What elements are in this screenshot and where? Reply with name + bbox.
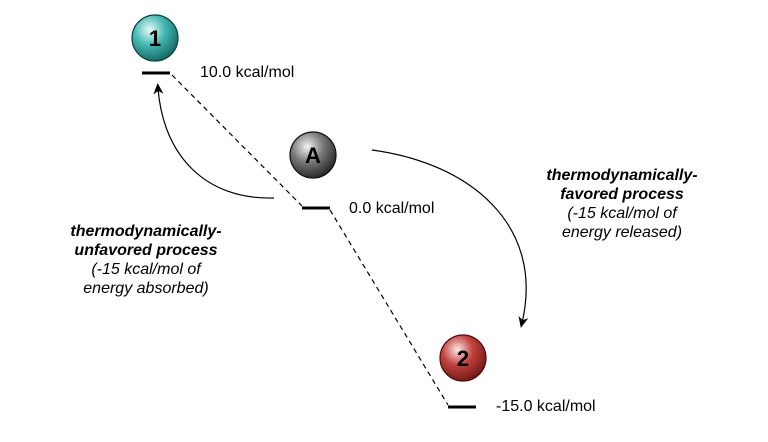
state-1-sphere [131, 14, 179, 62]
energy-label-2: -15.0 kcal/mol [496, 398, 596, 415]
favored-detail-line1: (-15 kcal/mol of [567, 205, 677, 222]
favored-detail-line2: energy released) [561, 224, 683, 241]
state-2-sphere [439, 334, 487, 382]
unfavored-detail-line2: energy absorbed) [83, 280, 209, 297]
favored-process-annotation: thermodynamically- favored process (-15 … [506, 166, 738, 242]
state-a-label: A [305, 143, 321, 168]
dashed-connector-a-2 [329, 209, 449, 406]
state-2-label: 2 [457, 346, 469, 371]
energy-label-1: 10.0 kcal/mol [200, 64, 295, 81]
unfavored-arrow [153, 83, 275, 199]
dashed-connector-1-a [171, 74, 303, 207]
favored-title-line1: thermodynamically- [546, 167, 698, 184]
state-1-label: 1 [149, 26, 161, 51]
unfavored-title-line2: unfavored process [74, 242, 218, 259]
unfavored-process-annotation: thermodynamically- unfavored process (-1… [20, 222, 272, 298]
favored-arrow [371, 149, 529, 328]
energy-label-a: 0.0 kcal/mol [349, 200, 435, 217]
unfavored-detail-line1: (-15 kcal/mol of [91, 261, 201, 278]
state-a-sphere [289, 131, 337, 179]
unfavored-title-line1: thermodynamically- [70, 223, 222, 240]
favored-title-line2: favored process [560, 186, 684, 203]
